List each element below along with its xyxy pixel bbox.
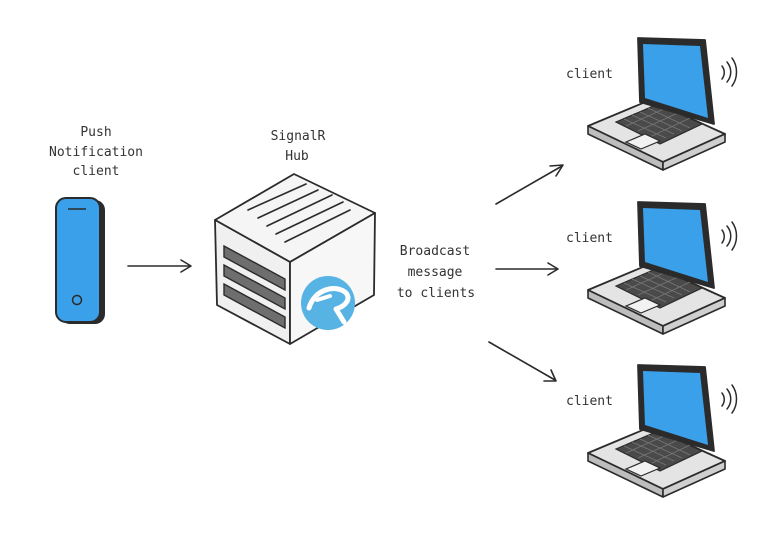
laptop-icon [587, 201, 738, 335]
arrow-to-client-3 [488, 341, 557, 382]
push-label-line-1: Push [80, 125, 111, 140]
client-1-label: client [566, 67, 613, 82]
client-2: client [566, 201, 738, 335]
broadcast-label-line-2: message [408, 265, 463, 280]
hub-label-line-2: Hub [285, 149, 309, 164]
client-3: client [566, 364, 738, 498]
broadcast-label-line-3: to clients [397, 286, 475, 301]
server-box-icon [214, 173, 376, 345]
client-3-label: client [566, 394, 613, 409]
broadcast-label: Broadcast message to clients [397, 244, 475, 301]
client-2-label: client [566, 231, 613, 246]
push-client-label: Push Notification client [49, 125, 143, 179]
laptop-icon [587, 37, 738, 171]
arrow-to-client-2 [495, 262, 559, 276]
client-1: client [566, 37, 738, 171]
arrow-to-client-1 [495, 164, 564, 205]
push-label-line-2: Notification [49, 145, 143, 160]
push-label-line-3: client [73, 164, 120, 179]
hub-label: SignalR Hub [271, 129, 326, 164]
hub-label-line-1: SignalR [271, 129, 326, 144]
signalr-logo-icon [301, 276, 355, 330]
laptop-icon [587, 364, 738, 498]
arrow-to-hub [127, 259, 192, 273]
phone-icon [55, 197, 105, 324]
broadcast-label-line-1: Broadcast [400, 244, 470, 259]
